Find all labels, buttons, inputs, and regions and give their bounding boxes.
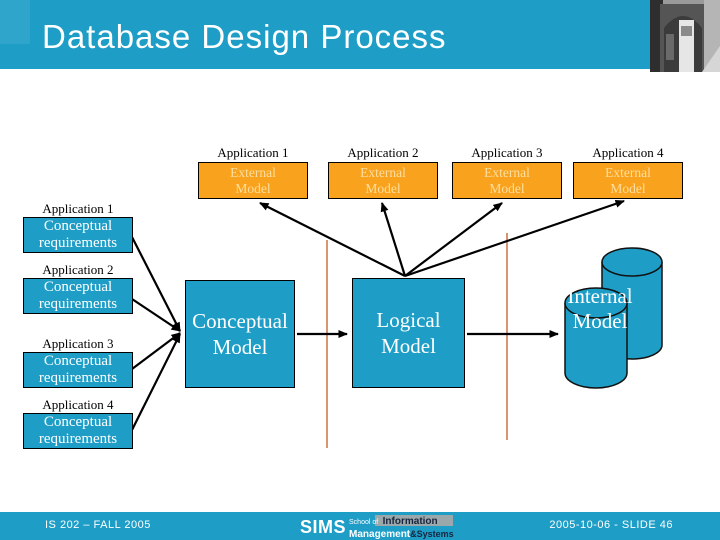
external-app-label-1: Application 1	[217, 145, 289, 160]
cr-app-label-4: Application 4	[42, 397, 114, 412]
conceptual-requirements-box-3: Conceptual requirements	[23, 352, 133, 388]
cr-app-label-1: Application 1	[42, 201, 114, 216]
conceptual-requirements-box-4: Conceptual requirements	[23, 413, 133, 449]
sims-logo-information: Information	[382, 516, 438, 527]
page-title: Database Design Process	[42, 18, 447, 55]
sims-logo: SIMS School of Information Management&Sy…	[300, 515, 454, 540]
conceptual-requirements-label: Conceptual requirements	[38, 218, 118, 251]
arrow-logical-to-ext4	[404, 199, 625, 278]
external-app-label-4: Application 4	[592, 145, 664, 160]
logical-model-label: Logical Model	[376, 308, 441, 358]
external-app-label-2: Application 2	[347, 145, 419, 160]
conceptual-requirements-label: Conceptual requirements	[38, 414, 118, 447]
sims-logo-systems: &Systems	[410, 529, 454, 539]
external-model-label: External Model	[605, 164, 651, 196]
conceptual-model-box: Conceptual Model	[185, 280, 295, 388]
header-bar: Database Design Process	[0, 0, 720, 72]
external-model-box-2: External Model	[328, 162, 438, 199]
header-corner-highlight	[0, 0, 30, 44]
sims-logo-management: Management	[349, 529, 411, 540]
cr-app-label-3: Application 3	[42, 336, 114, 351]
footer-course: IS 202 – FALL 2005	[45, 519, 151, 531]
conceptual-model-label: Conceptual Model	[192, 309, 288, 359]
conceptual-requirements-label: Conceptual requirements	[38, 279, 118, 312]
arrow-cr4-to-conceptual	[131, 333, 181, 431]
external-model-label: External Model	[484, 164, 530, 196]
arrow-logical-to-ext3	[404, 202, 503, 277]
logical-model-box: Logical Model	[352, 278, 465, 388]
arrow-cr3-to-conceptual	[131, 332, 181, 370]
arrow-logical-to-ext1	[259, 202, 406, 277]
building-photo	[650, 0, 720, 72]
arrow-cr2-to-conceptual	[131, 298, 181, 332]
conceptual-requirements-box-2: Conceptual requirements	[23, 278, 133, 314]
footer-bar: IS 202 – FALL 2005 SIMS School of Inform…	[0, 512, 720, 540]
sims-logo-gray-panel	[375, 515, 454, 526]
arrow-logical-to-ext2	[380, 202, 407, 277]
external-model-label: External Model	[360, 164, 406, 196]
external-model-label: External Model	[230, 164, 276, 196]
internal-model-label: Internal Model	[567, 284, 633, 333]
arrow-cr1-to-conceptual	[131, 236, 181, 332]
footer-slide-info: 2005-10-06 - SLIDE 46	[549, 519, 673, 531]
external-model-box-1: External Model	[198, 162, 308, 199]
sims-logo-acronym: SIMS	[300, 517, 347, 537]
external-app-label-3: Application 3	[471, 145, 543, 160]
cr-app-label-2: Application 2	[42, 262, 114, 277]
sims-logo-school-of: School of	[349, 519, 379, 526]
external-model-box-3: External Model	[452, 162, 562, 199]
database-cylinder-front	[564, 287, 628, 389]
conceptual-requirements-box-1: Conceptual requirements	[23, 217, 133, 253]
conceptual-requirements-label: Conceptual requirements	[38, 353, 118, 386]
external-model-box-4: External Model	[573, 162, 683, 199]
